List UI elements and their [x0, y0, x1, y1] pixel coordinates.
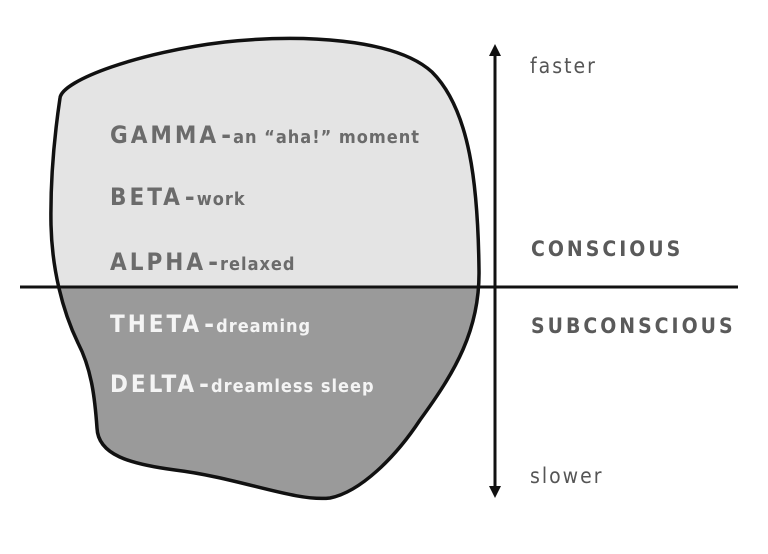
- conscious-region: [50, 38, 480, 287]
- separator: -: [199, 370, 209, 398]
- wave-theta: THETA-dreaming: [110, 310, 311, 338]
- wave-description: dreamless sleep: [211, 376, 375, 397]
- wave-description: dreaming: [216, 316, 311, 337]
- separator: -: [221, 121, 231, 149]
- faster-label: faster: [530, 54, 597, 78]
- wave-gamma: GAMMA-an “aha!” moment: [110, 121, 420, 149]
- separator: -: [208, 248, 218, 276]
- wave-delta: DELTA-dreamless sleep: [110, 370, 375, 398]
- wave-name: DELTA: [110, 370, 197, 398]
- wave-name: GAMMA: [110, 121, 219, 149]
- wave-beta: BETA-work: [110, 183, 246, 211]
- slower-label: slower: [530, 464, 604, 488]
- wave-alpha: ALPHA-relaxed: [110, 248, 296, 276]
- subconscious-label: SUBCONSCIOUS: [531, 314, 736, 338]
- wave-description: relaxed: [220, 254, 295, 275]
- conscious-label: CONSCIOUS: [531, 237, 683, 261]
- head-outline: [49, 36, 481, 501]
- subconscious-region: [58, 287, 479, 499]
- wave-description: work: [197, 189, 246, 210]
- wave-name: THETA: [110, 310, 202, 338]
- wave-description: an “aha!” moment: [233, 127, 420, 148]
- wave-name: BETA: [110, 183, 183, 211]
- wave-name: ALPHA: [110, 248, 206, 276]
- separator: -: [204, 310, 214, 338]
- separator: -: [185, 183, 195, 211]
